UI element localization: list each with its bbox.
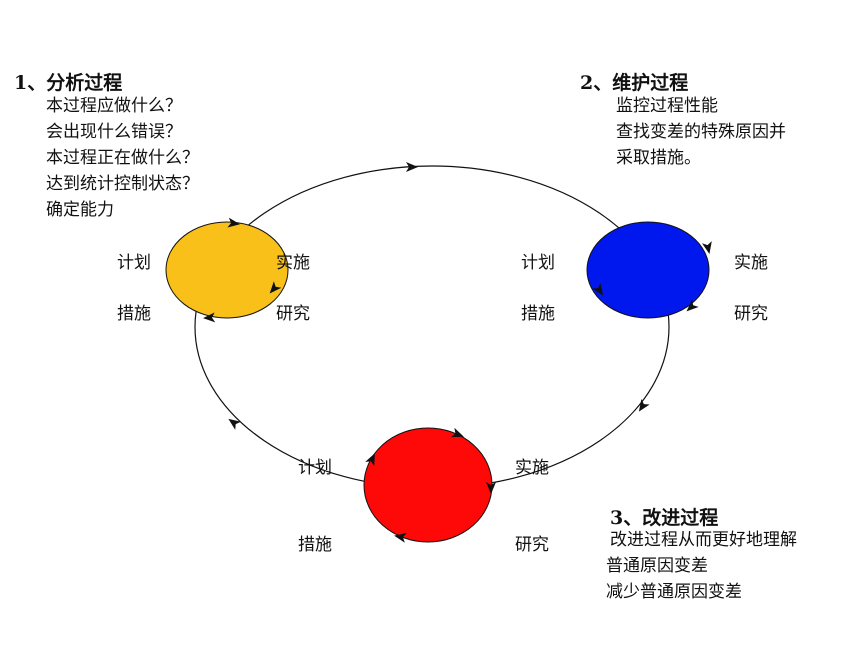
section2-line: 采取措施。	[616, 148, 701, 168]
section1-line: 达到统计控制状态？	[46, 174, 199, 194]
section2-lines: 监控过程性能 查找变差的特殊原因并 采取措施。	[616, 93, 786, 171]
section1-lines: 本过程应做什么？ 会出现什么错误？ 本过程正在做什么？ 达到统计控制状态？ 确定…	[46, 93, 199, 223]
main-cycle-arrow-left	[228, 418, 242, 430]
red-do-label: 实施	[515, 458, 549, 478]
section2-line: 查找变差的特殊原因并	[616, 122, 786, 142]
blue-circle	[586, 221, 710, 319]
section3-line: 改进过程从而更好地理解	[610, 530, 797, 550]
section3-line: 普通原因变差	[606, 556, 708, 576]
yellow-circle	[165, 221, 289, 319]
red-study-label: 研究	[515, 535, 549, 555]
section3-line: 减少普通原因变差	[606, 582, 742, 602]
blue-arrow-right	[702, 241, 712, 254]
red-circle	[363, 427, 493, 543]
section2-heading: 2、维护过程	[580, 72, 689, 94]
section1-line: 会出现什么错误？	[46, 122, 182, 142]
section1-line: 本过程应做什么？	[46, 96, 182, 116]
blue-plan-label: 计划	[521, 253, 555, 273]
section1-heading: 1、分析过程	[14, 72, 123, 94]
section1-line: 确定能力	[46, 200, 114, 220]
yellow-act-label: 措施	[117, 304, 151, 324]
section1-line: 本过程正在做什么？	[46, 148, 199, 168]
blue-act-label: 措施	[521, 304, 555, 324]
blue-study-label: 研究	[734, 304, 768, 324]
yellow-do-label: 实施	[276, 253, 310, 273]
yellow-plan-label: 计划	[117, 253, 151, 273]
red-plan-label: 计划	[298, 458, 332, 478]
yellow-study-label: 研究	[276, 304, 310, 324]
section2-line: 监控过程性能	[616, 96, 718, 116]
blue-do-label: 实施	[734, 253, 768, 273]
red-act-label: 措施	[298, 535, 332, 555]
section3-heading: 3、改进过程	[610, 507, 719, 529]
